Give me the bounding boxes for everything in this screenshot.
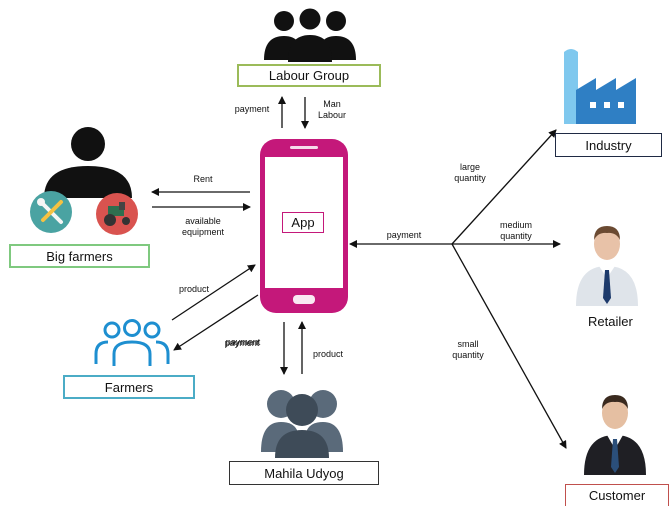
app-box: App — [282, 212, 324, 233]
labour-group-box: Labour Group — [237, 64, 381, 87]
industry-label: Industry — [585, 137, 632, 153]
big-farmers-box: Big farmers — [9, 244, 150, 268]
edge-label-mahila-payment: payment — [225, 337, 261, 347]
industry-box: Industry — [555, 133, 662, 157]
women-group-icon — [261, 390, 343, 458]
farmers-box: Farmers — [63, 375, 195, 399]
edge-label-large: large — [459, 162, 480, 172]
edge-label-mahila-product: product — [312, 349, 344, 359]
farmers-label: Farmers — [104, 379, 154, 395]
businessman-dark-icon — [584, 395, 646, 475]
factory-icon — [564, 49, 636, 124]
businessman-icon — [576, 226, 638, 306]
edge-label-farmers-product: product — [178, 284, 210, 294]
people-outline-icon — [94, 319, 170, 366]
edge-label-market-payment: payment — [386, 230, 422, 240]
customer-box: Customer — [565, 484, 669, 506]
edge-label-farmers-payment: payment — [224, 338, 260, 348]
mahila-udyog-box: Mahila Udyog — [229, 461, 379, 485]
edge-label-equipment: equipment — [181, 227, 225, 237]
labour-group-label: Labour Group — [268, 68, 350, 83]
edge-label-large-quantity: quantity — [454, 173, 486, 183]
app-label: App — [291, 215, 315, 230]
arrow-to-customer — [451, 243, 567, 449]
retailer-label: Retailer — [588, 314, 633, 329]
edge-label-labour: Labour — [317, 110, 347, 120]
farmer-icon — [44, 127, 132, 198]
tools-icon — [30, 191, 72, 233]
edge-label-medium-quantity: quantity — [500, 231, 532, 241]
edge-label-man: Man — [323, 99, 341, 109]
mahila-udyog-label: Mahila Udyog — [264, 465, 344, 481]
arrow-farmers-payment — [173, 294, 259, 351]
tractor-icon — [96, 193, 138, 235]
edge-label-small-quantity: quantity — [452, 350, 484, 360]
edge-label-medium: medium — [499, 220, 532, 230]
big-farmers-label: Big farmers — [46, 248, 113, 264]
arrow-farmers-product — [171, 264, 256, 321]
group-icon — [264, 8, 356, 62]
edge-label-available: available — [185, 216, 221, 226]
arrow-to-industry — [451, 129, 557, 245]
customer-label: Customer — [588, 488, 646, 503]
edge-label-small: small — [457, 339, 479, 349]
edge-label-rent: Rent — [193, 174, 213, 184]
edge-label-labour-payment: payment — [234, 104, 270, 114]
